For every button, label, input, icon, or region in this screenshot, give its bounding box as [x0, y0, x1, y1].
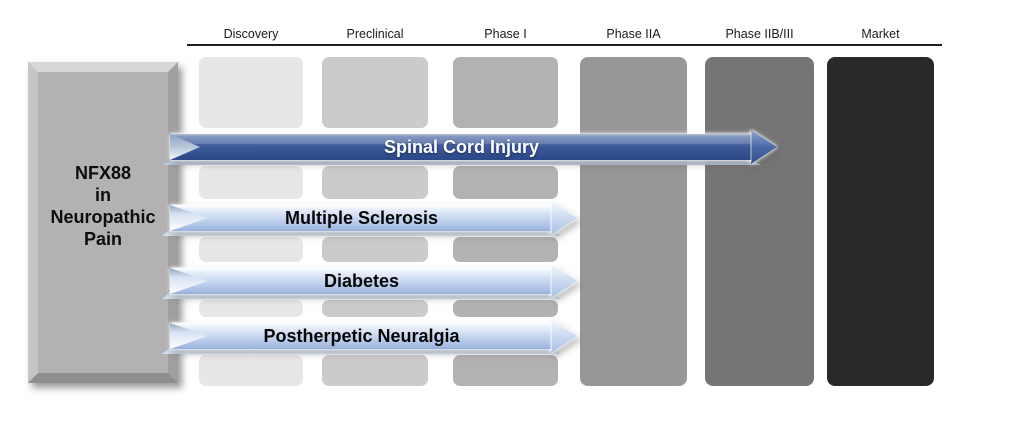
arrow-bevel: [162, 229, 561, 236]
arrow-bevel: [162, 292, 561, 299]
stage-header-discovery: Discovery: [223, 27, 279, 41]
column-segment: [199, 300, 303, 317]
arrow-label: Diabetes: [323, 271, 400, 291]
product-box-line: in: [95, 184, 111, 205]
column-segment: [199, 237, 303, 262]
arrow-spinal-cord-injury: Spinal Cord Injury: [162, 130, 779, 165]
stage-header-phase-iia: Phase IIA: [606, 27, 661, 41]
arrow-label: Spinal Cord Injury: [383, 137, 539, 157]
column-segment: [453, 166, 558, 199]
stage-column-market: [827, 57, 934, 386]
arrow-shape: [170, 201, 577, 235]
arrow-diabetes: Diabetes: [162, 264, 579, 299]
column-segment: [322, 237, 428, 262]
column-segment: [453, 300, 558, 317]
product-box-line: Pain: [83, 228, 122, 249]
column-segment: [199, 166, 303, 199]
stage-column-preclinical: [322, 57, 428, 386]
column-segment: [322, 166, 428, 199]
column-segment: [199, 355, 303, 386]
stage-column-phase-iia: [580, 57, 687, 386]
column-segment: [199, 57, 303, 128]
column-segment: [453, 355, 558, 386]
stage-column-phase-iib-iii: [705, 57, 814, 386]
arrow-shape: [170, 130, 777, 164]
arrow-shape: [170, 319, 577, 353]
product-box-line: Neuropathic: [50, 206, 156, 227]
stage-header-preclinical: Preclinical: [346, 27, 404, 41]
column-segment: [322, 355, 428, 386]
stage-header-phase-i: Phase I: [484, 27, 527, 41]
stage-column-discovery: [199, 57, 303, 386]
stage-header-underline: [187, 44, 942, 46]
arrow-shape: [170, 264, 577, 298]
stage-column-phase-i: [453, 57, 558, 386]
column-segment: [453, 237, 558, 262]
product-box-line: NFX88: [74, 162, 132, 183]
arrow-bevel: [162, 158, 761, 165]
stage-header-market: Market: [861, 27, 900, 41]
arrow-multiple-sclerosis: Multiple Sclerosis: [162, 201, 579, 236]
column-segment: [322, 57, 428, 128]
arrow-label: Multiple Sclerosis: [284, 208, 439, 228]
column-segment: [322, 300, 428, 317]
arrow-postherpetic-neuralgia: Postherpetic Neuralgia: [162, 319, 579, 354]
product-box: NFX88 in Neuropathic Pain: [28, 62, 178, 383]
column-segment: [453, 57, 558, 128]
arrow-bevel: [162, 347, 561, 354]
stage-header-phase-iib-iii: Phase IIB/III: [725, 27, 794, 41]
arrow-label: Postherpetic Neuralgia: [263, 326, 460, 346]
